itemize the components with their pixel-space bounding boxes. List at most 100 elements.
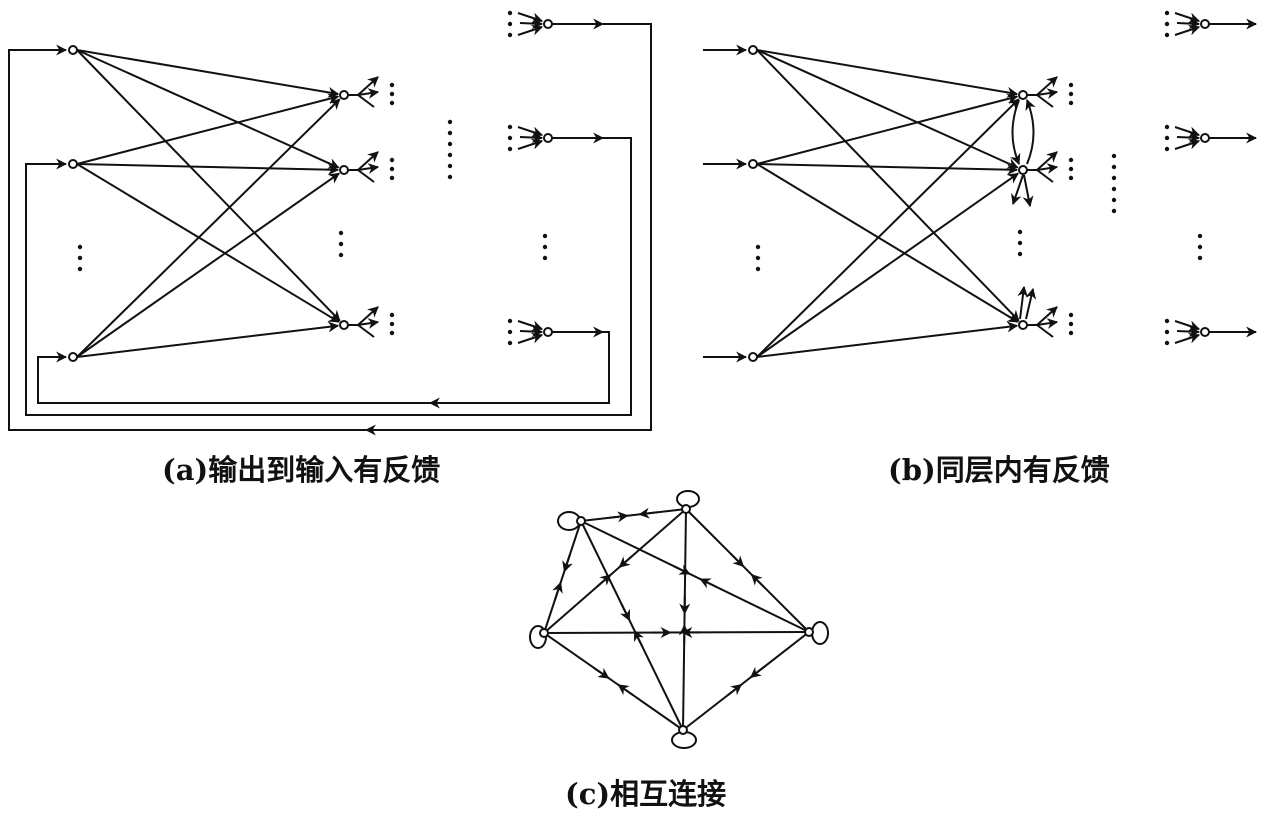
- lateral-feedback-stub: [1017, 285, 1029, 320]
- output-ellipsis: [542, 233, 548, 261]
- input-node-2: [68, 159, 78, 169]
- hidden-node-3-out-line: [357, 324, 375, 338]
- bidirectional-arrow: [596, 574, 612, 588]
- bidirectional-arrow: [609, 511, 629, 523]
- output-node-3: [543, 327, 553, 337]
- lateral-feedback-stub: [1025, 287, 1037, 320]
- link-left-bottom: [543, 632, 684, 731]
- output-node-3-in-arrow: [1176, 326, 1201, 338]
- bidirectional-arrow: [699, 578, 718, 589]
- bidirectional-arrow: [638, 507, 658, 519]
- ellipsis-dot: [338, 252, 344, 258]
- node-top-right: [681, 504, 691, 514]
- hidden-node-1-out-arrow: [1036, 88, 1059, 99]
- ellipsis-dot: [1068, 330, 1074, 336]
- ellipsis-dot: [1068, 166, 1074, 172]
- bidirectional-arrow: [593, 666, 610, 679]
- link-top-right-bottom: [682, 508, 687, 731]
- ellipsis-dot: [1164, 10, 1170, 16]
- connection-arrow: [756, 98, 1020, 358]
- hidden-node-2-out-dots: [389, 157, 395, 181]
- connection-arrow: [756, 163, 1019, 176]
- ellipsis-dot: [1111, 208, 1117, 214]
- ellipsis-dot: [447, 119, 453, 125]
- ellipsis-dot: [447, 174, 453, 180]
- caption-c: (c)相互连接: [565, 777, 727, 811]
- ellipsis-dot: [507, 21, 513, 27]
- hidden-node-1-out-dots: [1068, 82, 1074, 106]
- hidden-node-3: [339, 320, 349, 330]
- ellipsis-dot: [1017, 251, 1023, 257]
- hidden-node-3: [1018, 320, 1028, 330]
- ellipsis-dot: [77, 244, 83, 250]
- diagram-a-output-to-input-feedback: [8, 10, 652, 436]
- ellipsis-dot: [1164, 21, 1170, 27]
- lateral-feedback-stub: [1022, 174, 1034, 208]
- bidirectional-arrow: [750, 573, 766, 589]
- ellipsis-dot: [542, 255, 548, 261]
- ellipsis-dot: [1164, 318, 1170, 324]
- lateral-feedback-stub: [1011, 174, 1024, 206]
- ellipsis-dot: [389, 100, 395, 106]
- hidden-node-2: [1018, 165, 1028, 175]
- connection-arrow: [76, 163, 340, 323]
- layer-ellipsis: [1111, 153, 1117, 214]
- connection-arrow: [76, 93, 340, 165]
- output-node-2-in-arrow: [517, 138, 544, 150]
- connection-arrow: [756, 172, 1019, 358]
- ellipsis-dot: [507, 135, 513, 141]
- output-node-3-in-arrow: [1174, 320, 1201, 332]
- ellipsis-dot: [77, 266, 83, 272]
- connection-arrow: [756, 49, 1019, 98]
- feedback-path-middle: [25, 137, 632, 416]
- ellipsis-dot: [1068, 100, 1074, 106]
- link-top-left-top-right: [580, 508, 687, 522]
- output-node-2-in-arrow: [519, 132, 544, 144]
- link-top-left-left: [543, 520, 582, 634]
- bidirectional-arrow: [617, 684, 634, 697]
- output-node-1: [1200, 19, 1210, 29]
- ellipsis-dot: [389, 330, 395, 336]
- ellipsis-dot: [507, 32, 513, 38]
- ellipsis-dot: [507, 146, 513, 152]
- output-node-3-in-arrow: [1174, 332, 1201, 344]
- bidirectional-arrow: [726, 683, 743, 697]
- node-right: [804, 627, 814, 637]
- caption-b: (b)同层内有反馈: [888, 453, 1110, 487]
- feedback-path-outer: [8, 23, 652, 431]
- output-node-3-in-arrow: [519, 326, 544, 338]
- ellipsis-dot: [1111, 186, 1117, 192]
- ellipsis-dot: [1017, 240, 1023, 246]
- input-node-3: [748, 352, 758, 362]
- output-node-1-in-dots: [507, 10, 513, 38]
- ellipsis-dot: [1068, 157, 1074, 163]
- output-node-1-in-arrow: [1174, 24, 1201, 36]
- hidden-node-3-out-arrow: [1036, 318, 1059, 329]
- hidden-node-2-out-dots: [1068, 157, 1074, 181]
- ellipsis-dot: [542, 233, 548, 239]
- hidden-node-2-out-arrow: [357, 163, 380, 174]
- ellipsis-dot: [389, 157, 395, 163]
- output-node-2: [1200, 133, 1210, 143]
- hidden-node-1-out-arrow: [357, 88, 380, 99]
- output-node-1-in-arrow: [517, 24, 544, 36]
- output-node-1: [543, 19, 553, 29]
- ellipsis-dot: [1068, 312, 1074, 318]
- ellipsis-dot: [1017, 229, 1023, 235]
- ellipsis-dot: [389, 82, 395, 88]
- hidden-node-1: [1018, 90, 1028, 100]
- ellipsis-dot: [755, 255, 761, 261]
- connection-arrow: [756, 49, 1020, 322]
- diagram-b-intra-layer-feedback: [703, 10, 1258, 363]
- link-top-right-left: [543, 508, 687, 634]
- output-node-2: [543, 133, 553, 143]
- bidirectional-arrow: [749, 665, 766, 679]
- ellipsis-dot: [1197, 233, 1203, 239]
- output-node-2-in-arrow: [1174, 126, 1201, 138]
- ellipsis-dot: [1111, 197, 1117, 203]
- connection-arrow: [76, 49, 340, 169]
- feedback-path-inner: [37, 331, 610, 404]
- ellipsis-dot: [1164, 329, 1170, 335]
- hidden-node-2-out-line: [357, 169, 375, 183]
